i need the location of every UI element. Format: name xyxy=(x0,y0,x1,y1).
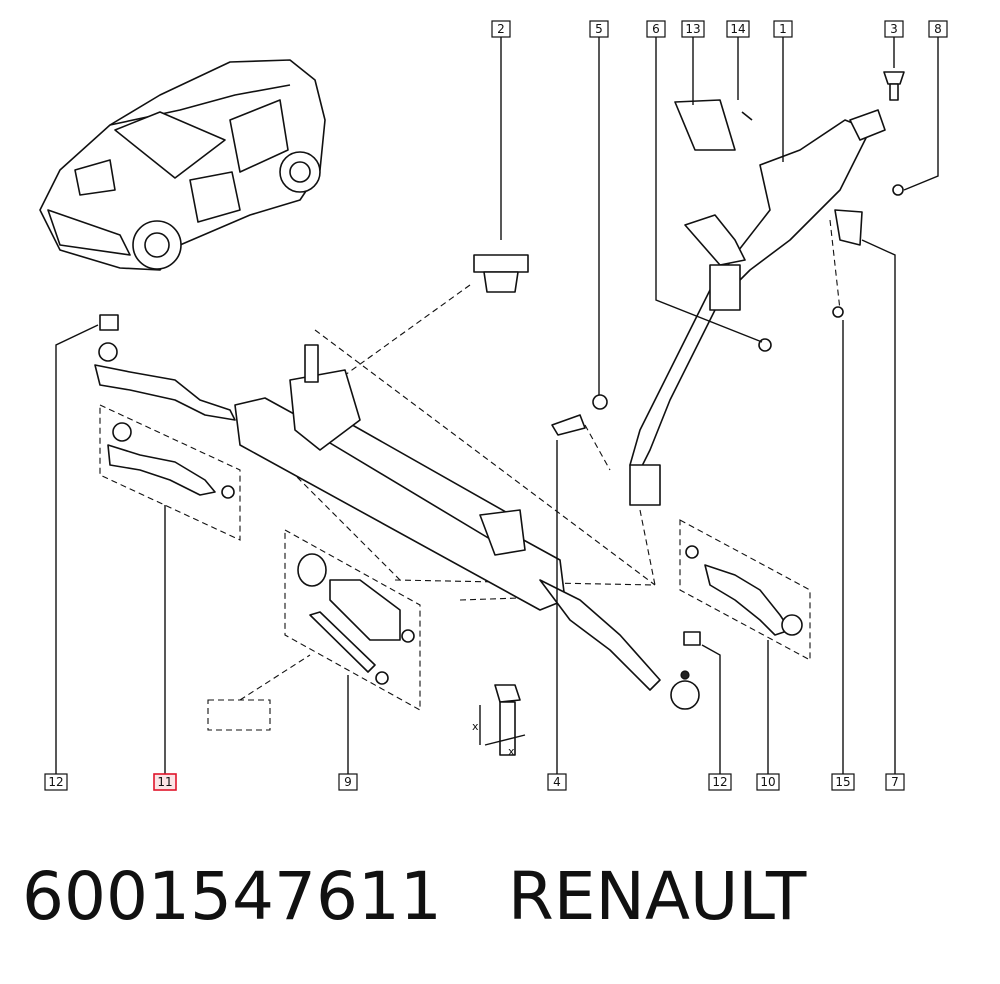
bolt-dimension: x x xyxy=(472,684,526,758)
callout-12-right[interactable]: 12 xyxy=(708,773,732,791)
svg-text:14: 14 xyxy=(730,22,745,36)
svg-text:10: 10 xyxy=(760,775,775,789)
group-frames xyxy=(99,404,811,711)
callout-1[interactable]: 1 xyxy=(773,20,793,38)
leader-lines xyxy=(55,36,939,775)
svg-text:1: 1 xyxy=(779,22,787,36)
callout-8[interactable]: 8 xyxy=(928,20,948,38)
callout-10[interactable]: 10 xyxy=(756,773,780,791)
vehicle-illustration xyxy=(39,59,326,271)
callout-4[interactable]: 4 xyxy=(547,773,567,791)
svg-text:5: 5 xyxy=(595,22,603,36)
steering-column xyxy=(629,109,886,506)
dimension-mark-1: x xyxy=(472,720,479,733)
callout-7[interactable]: 7 xyxy=(885,773,905,791)
svg-text:13: 13 xyxy=(685,22,700,36)
callout-5[interactable]: 5 xyxy=(589,20,609,38)
svg-text:15: 15 xyxy=(835,775,850,789)
callout-15[interactable]: 15 xyxy=(831,773,855,791)
svg-text:2: 2 xyxy=(497,22,505,36)
brand-name: RENAULT xyxy=(507,858,807,935)
tie-rod-end-left xyxy=(107,422,235,499)
steering-rack xyxy=(234,344,700,710)
callout-12-left[interactable]: 12 xyxy=(44,773,68,791)
svg-text:12: 12 xyxy=(712,775,727,789)
callout-2[interactable]: 2 xyxy=(491,20,511,38)
callouts-top: 2 5 6 13 14 1 3 8 xyxy=(491,20,948,38)
part-caption: 6001547611 RENAULT xyxy=(22,858,806,958)
part-number: 6001547611 xyxy=(22,858,442,935)
svg-text:4: 4 xyxy=(553,775,561,789)
svg-text:9: 9 xyxy=(344,775,352,789)
callout-11-highlighted[interactable]: 11 xyxy=(153,773,177,791)
svg-text:6: 6 xyxy=(652,22,660,36)
dimension-mark-2: x xyxy=(508,745,515,758)
svg-text:11: 11 xyxy=(157,775,172,789)
boot-kit xyxy=(297,553,415,685)
tie-rod-upper-left xyxy=(94,314,236,421)
callout-9[interactable]: 9 xyxy=(338,773,358,791)
tie-rod-end-right xyxy=(683,545,803,646)
steering-parts-diagram: x x 2 5 6 xyxy=(39,20,948,791)
callouts-bottom: 12 11 9 4 12 10 15 7 xyxy=(44,773,905,791)
svg-text:3: 3 xyxy=(890,22,898,36)
svg-text:8: 8 xyxy=(934,22,942,36)
callout-14[interactable]: 14 xyxy=(726,20,750,38)
svg-text:7: 7 xyxy=(891,775,899,789)
fasteners xyxy=(473,71,905,436)
callout-3[interactable]: 3 xyxy=(884,20,904,38)
callout-6[interactable]: 6 xyxy=(646,20,666,38)
svg-text:12: 12 xyxy=(48,775,63,789)
callout-13[interactable]: 13 xyxy=(681,20,705,38)
